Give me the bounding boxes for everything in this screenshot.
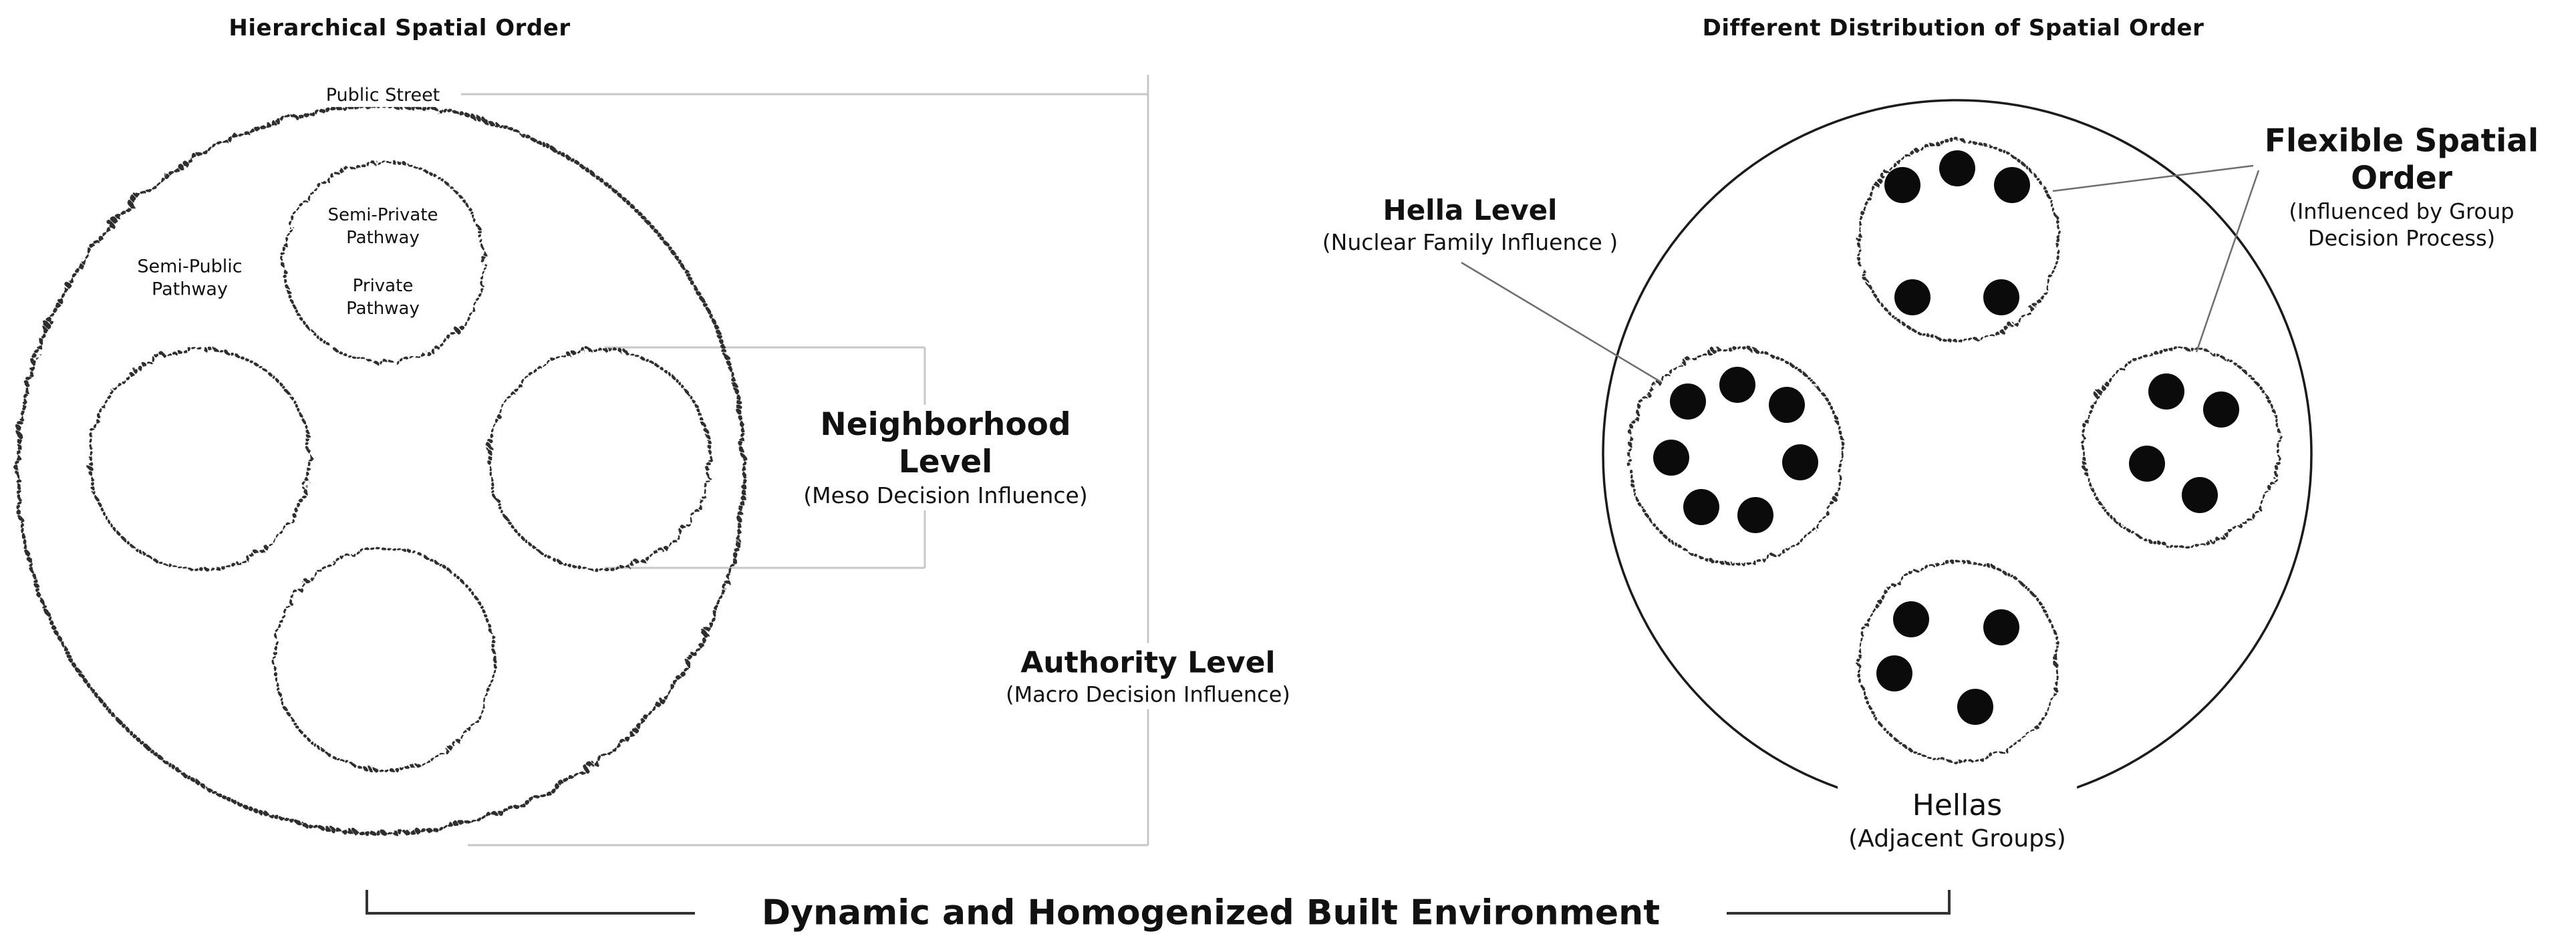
left-family-cluster-dot: [1769, 387, 1805, 423]
left-diagram-title: Hierarchical Spatial Order: [229, 14, 571, 41]
flexible-subtitle-line1: (Influenced by Group: [2289, 198, 2515, 224]
neighborhood-circle-right: [486, 345, 710, 570]
semi-public-line1: Semi-Public: [137, 256, 243, 277]
semi-private-line1: Semi-Private: [327, 205, 438, 226]
top-family-cluster-dot: [1939, 150, 1975, 186]
neighborhood-title-line2: Level: [898, 444, 993, 481]
right-family-cluster-dot: [2148, 373, 2184, 410]
private-pathway-label: Private Pathway: [346, 275, 420, 321]
family-cluster-circle-left: [1625, 345, 1843, 563]
family-cluster-circle-bottom: [1855, 558, 2059, 762]
right-family-cluster-dot: [2129, 446, 2165, 482]
semi-public-line2: Pathway: [152, 279, 228, 299]
flexible-title-line2: Order: [2351, 160, 2452, 197]
neighborhood-subtitle: (Meso Decision Influence): [803, 482, 1088, 508]
top-family-cluster-dot: [1894, 279, 1930, 315]
neighborhood-level-label: Neighborhood Level (Meso Decision Influe…: [793, 404, 1099, 511]
hellas-boundary-circle: [1602, 99, 2313, 810]
hellas-label: Hellas (Adjacent Groups): [1838, 786, 2077, 855]
semi-public-pathway-label: Semi-Public Pathway: [137, 255, 242, 301]
bottom-family-cluster-dot: [1893, 601, 1929, 637]
hellas-title: Hellas: [1912, 788, 2003, 822]
bottom-family-cluster-dot: [1957, 689, 1993, 725]
authority-level-label: Authority Level (Macro Decision Influenc…: [995, 643, 1301, 709]
family-dots-group: [1653, 150, 2239, 725]
left-family-cluster-dot: [1782, 444, 1818, 480]
hella-level-label: Hella Level (Nuclear Family Influence ): [1322, 193, 1618, 256]
family-cluster-circle-top: [1855, 137, 2059, 341]
top-family-cluster-dot: [1983, 279, 2019, 315]
flexible-subtitle-line2: Decision Process): [2307, 225, 2496, 251]
semi-private-pathway-label: Semi-Private Pathway: [327, 204, 438, 250]
private-line1: Private: [352, 276, 414, 297]
neighborhood-circle-bottom: [271, 546, 495, 770]
hella-level-title: Hella Level: [1383, 194, 1558, 227]
left-family-cluster-dot: [1670, 383, 1706, 420]
authority-subtitle: (Macro Decision Influence): [1006, 681, 1290, 707]
bottom-family-cluster-dot: [1876, 655, 1912, 691]
right-family-cluster-dot: [2182, 477, 2218, 513]
authority-title: Authority Level: [1020, 645, 1276, 680]
footer-caption: Dynamic and Homogenized Built Environmen…: [745, 891, 1677, 935]
right-diagram-title: Different Distribution of Spatial Order: [1702, 14, 2204, 41]
hella-level-subtitle: (Nuclear Family Influence ): [1322, 228, 1618, 255]
footer-bracket-right: [1727, 890, 1951, 915]
top-family-cluster-dot: [1994, 167, 2030, 203]
left-family-cluster-dot: [1719, 367, 1755, 403]
left-family-cluster-dot: [1737, 497, 1773, 533]
family-cluster-circle-right: [2079, 345, 2281, 546]
top-family-cluster-dot: [1884, 167, 1920, 203]
semi-private-line2: Pathway: [346, 228, 420, 248]
left-family-cluster-dot: [1653, 440, 1689, 476]
left-family-cluster-dot: [1683, 489, 1719, 525]
flexible-title-line1: Flexible Spatial: [2264, 122, 2539, 160]
neighborhood-title-line1: Neighborhood: [820, 406, 1071, 443]
hella-level-pointer-line: [1461, 261, 1662, 383]
semi-private-pathway-circle: [281, 158, 485, 363]
right-family-cluster-dot: [2203, 391, 2239, 428]
neighborhood-circle-left: [86, 345, 311, 570]
flexible-spatial-order-label: Flexible Spatial Order (Influenced by Gr…: [2265, 123, 2539, 252]
footer-bracket-left: [366, 890, 695, 915]
flexible-order-pointer-line-top: [2052, 164, 2254, 192]
public-street-label: Public Street: [320, 84, 446, 107]
bottom-family-cluster-dot: [1983, 609, 2019, 645]
private-line2: Pathway: [346, 299, 420, 319]
flexible-order-pointer-line-right: [2195, 170, 2260, 353]
hellas-subtitle: (Adjacent Groups): [1848, 825, 2066, 852]
